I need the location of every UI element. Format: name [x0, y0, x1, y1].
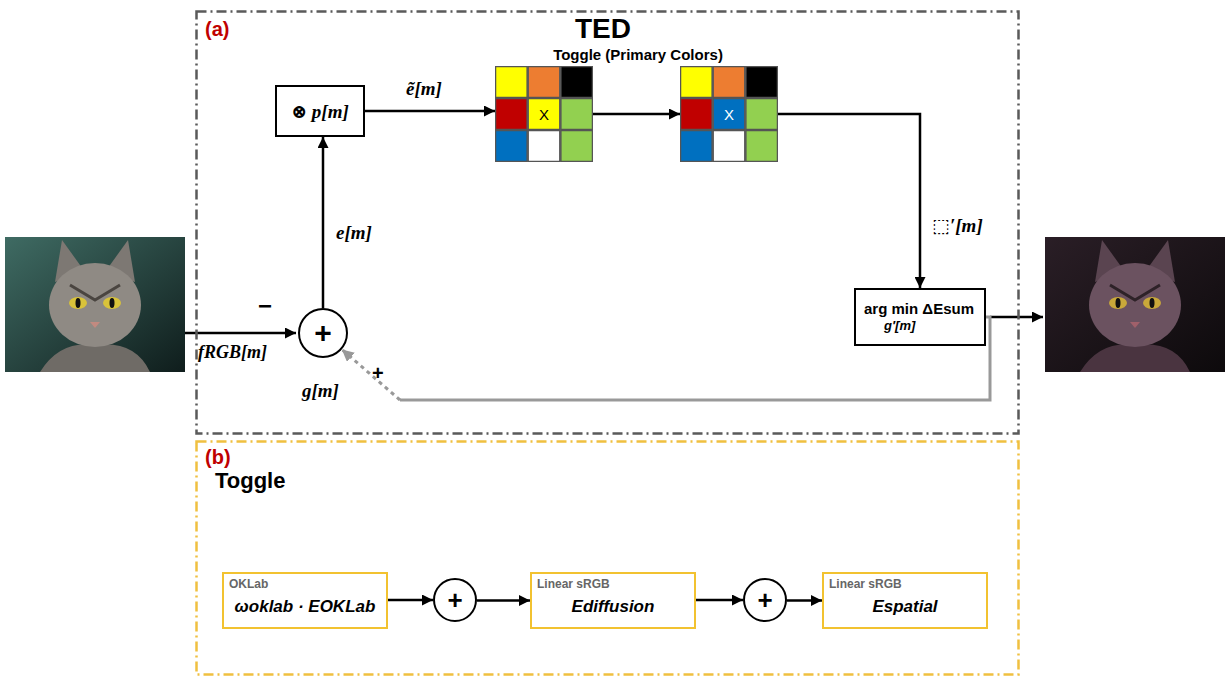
color-cell: [528, 67, 560, 98]
sign-label: −: [258, 292, 272, 320]
toggle-mark: X: [713, 98, 746, 130]
frame-outline: [195, 440, 1020, 676]
color-cell: [713, 99, 745, 130]
color-cell: [561, 131, 593, 162]
panel-letter: (b): [205, 446, 231, 469]
signal-label: ẽ[m]: [404, 78, 444, 100]
color-cell: [713, 131, 745, 162]
connector-line: [342, 349, 400, 400]
panel-title: TED: [575, 13, 631, 45]
connector: [342, 317, 990, 400]
sum-junction: +: [298, 308, 348, 358]
signal-label: e[m]: [334, 222, 374, 244]
color-space-label: Linear sRGB: [829, 577, 902, 591]
signal-label: g[m]: [300, 380, 341, 402]
signal-label: fRGB[m]: [198, 342, 267, 363]
color-cell: [681, 99, 713, 130]
color-cell: [746, 131, 778, 162]
connector: [787, 600, 822, 601]
panel-title: Toggle: [215, 468, 285, 494]
color-space-label: OKLab: [229, 577, 268, 591]
formula-text: arg min ΔEsum: [864, 300, 974, 318]
connector: [365, 111, 495, 112]
color-cell: [561, 67, 593, 98]
formula-text: Ediffusion: [572, 597, 655, 617]
frame-border: [197, 12, 1019, 434]
color-cell: [496, 67, 528, 98]
process-box: Linear sRGB Ediffusion: [530, 572, 696, 629]
plus-sign: +: [447, 587, 462, 613]
color-space-label: Linear sRGB: [537, 577, 610, 591]
connector-line: [593, 113, 680, 116]
sign-label: +: [372, 362, 384, 385]
section-frame: ⊗ p[m] X Xarg min ΔEsumg′[m] + (a) TED: [195, 10, 1020, 435]
connector-line: [400, 317, 990, 400]
output-cat-image: [1045, 237, 1225, 372]
connector-line: [477, 599, 530, 602]
group-heading: Toggle (Primary Colors): [553, 46, 723, 63]
frame-border: [197, 442, 1019, 675]
connector-line: [365, 110, 495, 113]
connector: [593, 114, 680, 115]
formula-text: Espatial: [872, 597, 937, 617]
process-box: ⊗ p[m]: [275, 85, 365, 137]
color-cell: [746, 99, 778, 130]
formula-text: ωoklab · EOKLab: [235, 597, 376, 617]
connector: [778, 114, 920, 288]
connector-line: [778, 114, 920, 288]
color-cell: [713, 67, 745, 98]
color-cell: [496, 99, 528, 130]
connector-line: [787, 599, 822, 602]
panel-letter: (a): [205, 18, 229, 41]
color-cell: [681, 131, 713, 162]
formula-text: ⊗ p[m]: [291, 100, 349, 123]
plus-sign: +: [757, 587, 772, 613]
connector: [323, 137, 324, 308]
section-frame: OKLab ωoklab · EOKLab + Linear sRGB Ediffusi…: [195, 440, 1020, 676]
color-cell: [561, 99, 593, 130]
signal-label: ⬚′[m]: [930, 214, 985, 237]
color-cell: [746, 67, 778, 98]
frame-outline: [195, 10, 1020, 435]
connector-line: [696, 599, 743, 602]
process-box: Linear sRGB Espatial: [822, 572, 988, 629]
connector: [696, 600, 743, 601]
color-cell: [496, 131, 528, 162]
plus-sign: +: [314, 318, 332, 348]
input-cat-image: [5, 237, 185, 372]
color-cell: [528, 99, 560, 130]
connector-line: [388, 599, 433, 602]
sum-junction: +: [433, 578, 477, 622]
color-grid: X: [495, 66, 593, 162]
input-arrow: [185, 332, 296, 335]
output-arrow: [990, 316, 1043, 319]
process-box: OKLab ωoklab · EOKLab: [222, 572, 388, 629]
color-cell: [681, 67, 713, 98]
toggle-mark: X: [528, 98, 561, 130]
connector: [388, 600, 433, 601]
color-cell: [528, 131, 560, 162]
color-grid: X: [680, 66, 778, 162]
formula-text: g′[m]: [884, 318, 915, 334]
process-box: arg min ΔEsumg′[m]: [854, 288, 986, 346]
connector: [477, 600, 530, 601]
sum-junction: +: [743, 578, 787, 622]
connector-line: [322, 137, 325, 308]
